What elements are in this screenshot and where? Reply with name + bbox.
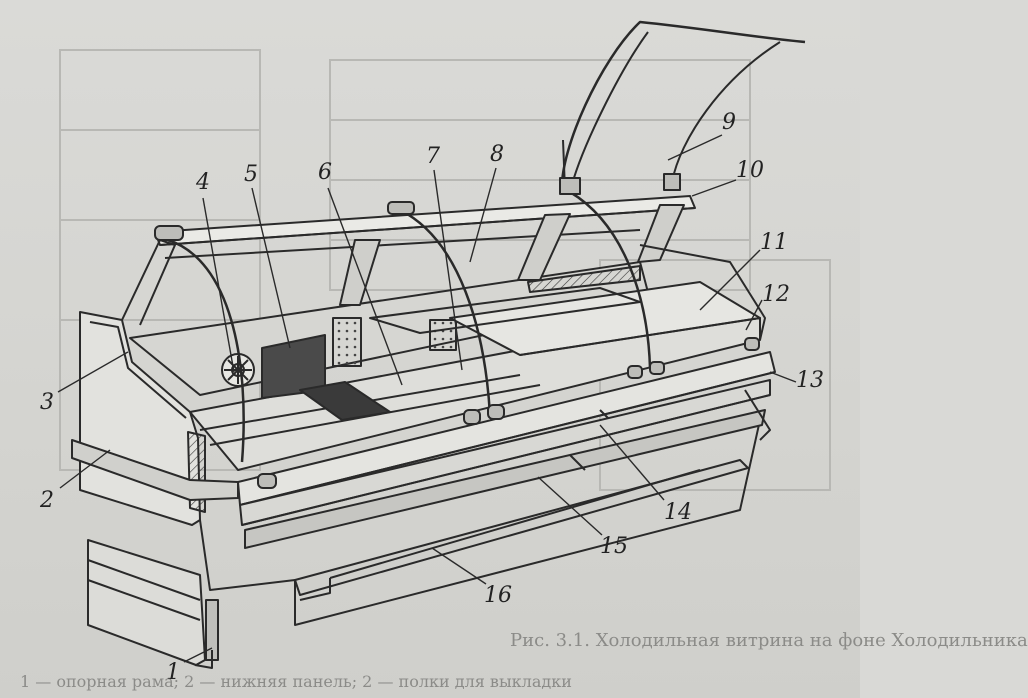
callout-15: 15 — [600, 534, 628, 559]
callout-3: 3 — [40, 390, 54, 415]
top-glass — [560, 20, 806, 191]
callout-6: 6 — [318, 160, 332, 185]
bracket — [387, 201, 415, 215]
glass-frame — [569, 190, 652, 369]
callout-1: 1 — [166, 660, 180, 685]
callout-7: 7 — [426, 144, 440, 169]
hinge — [559, 177, 581, 195]
display-case-illustration — [57, 20, 831, 669]
glass-frame — [167, 238, 245, 463]
callout-9: 9 — [722, 110, 736, 135]
lower-counter — [244, 409, 766, 549]
callout-13: 13 — [796, 368, 824, 393]
callout-16: 16 — [484, 583, 512, 608]
display-case — [71, 20, 806, 669]
canopy-strut — [637, 204, 685, 263]
grille — [527, 265, 641, 293]
air-duct — [299, 381, 391, 421]
callout-5: 5 — [244, 162, 258, 187]
figure-caption: Рис. 3.1. Холодильная витрина на фоне Хо… — [510, 630, 1028, 651]
callout-4: 4 — [196, 170, 210, 195]
lower-panel — [294, 459, 749, 596]
figure-legend: 1 — опорная рама; 2 — нижняя панель; 2 —… — [20, 672, 572, 691]
display-bed — [189, 317, 761, 471]
perforated-panel — [332, 317, 362, 367]
hinge — [663, 173, 681, 191]
bracket — [154, 225, 184, 241]
callout-14: 14 — [664, 500, 692, 525]
right-end-panel — [639, 244, 766, 341]
glass-frame — [399, 208, 492, 416]
leader-lines — [57, 134, 797, 663]
base-frame — [87, 539, 206, 666]
callout-8: 8 — [490, 142, 504, 167]
callout-12: 12 — [762, 282, 790, 307]
bottom-panel — [71, 439, 239, 501]
canopy-strut — [517, 213, 571, 281]
callout-11: 11 — [760, 230, 788, 255]
callout-10: 10 — [736, 158, 764, 183]
callout-2: 2 — [40, 488, 54, 513]
